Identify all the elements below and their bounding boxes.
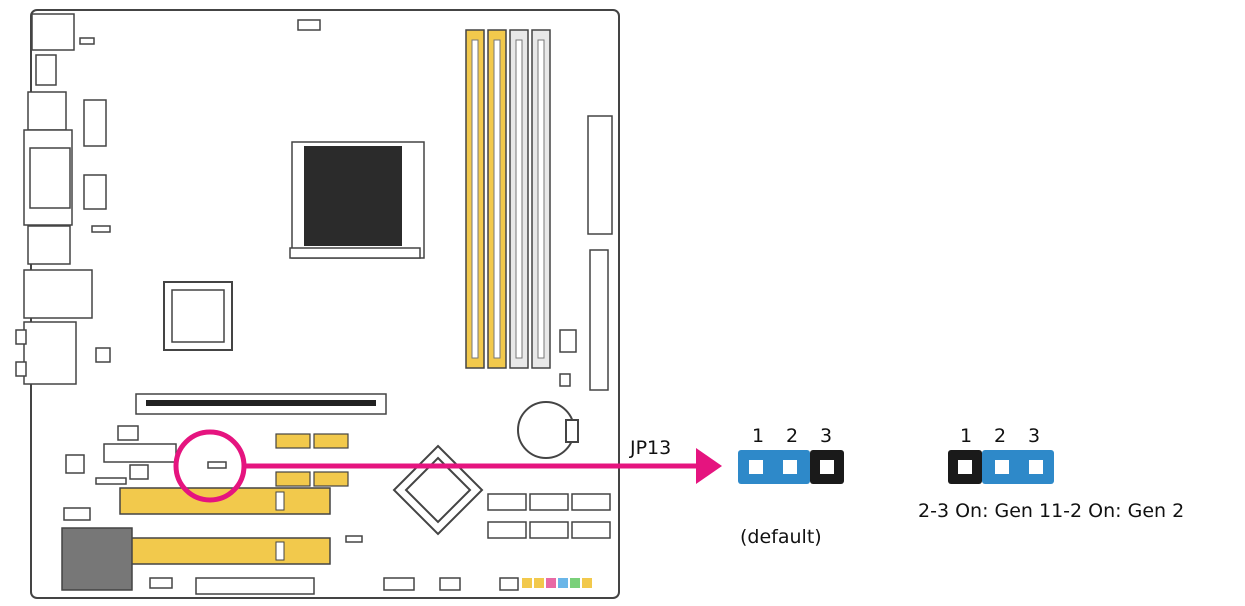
super-io-chip bbox=[61, 527, 133, 591]
small-headers bbox=[63, 19, 577, 591]
default-caption: (default) bbox=[740, 526, 822, 548]
sata-connectors bbox=[487, 493, 611, 539]
rear-io-panel bbox=[15, 13, 93, 385]
default-pin-2-label: 2 bbox=[786, 425, 799, 447]
power-and-ide-connectors bbox=[587, 115, 613, 391]
default-pin-1-label: 1 bbox=[752, 425, 765, 447]
default-pin-3-hole bbox=[813, 454, 841, 480]
alt-pin-3 bbox=[1022, 454, 1050, 480]
alt-pin-1-label: 1 bbox=[960, 425, 973, 447]
alt-pin-1-hole bbox=[951, 454, 979, 480]
usb-headers bbox=[275, 433, 349, 487]
jp13-label: JP13 bbox=[630, 437, 672, 459]
alt-caption: 2-3 On: Gen 11-2 On: Gen 2 bbox=[918, 500, 1185, 522]
alt-pin-2-label: 2 bbox=[994, 425, 1007, 447]
callout-arrow-head bbox=[696, 448, 722, 484]
chipset bbox=[163, 281, 233, 351]
default-pin-3-label: 3 bbox=[820, 425, 833, 447]
default-jumper bbox=[738, 450, 844, 484]
front-panel-header bbox=[522, 578, 592, 588]
alt-pin-3-label: 3 bbox=[1028, 425, 1041, 447]
cpu-socket bbox=[289, 141, 425, 259]
default-pin-1 bbox=[742, 454, 770, 480]
dimm-slots bbox=[465, 29, 551, 369]
default-pin-2 bbox=[776, 454, 804, 480]
cmos-battery bbox=[517, 401, 579, 459]
alt-jumper bbox=[948, 450, 1054, 484]
floppy-connector bbox=[195, 577, 315, 595]
alt-pin-2 bbox=[988, 454, 1016, 480]
